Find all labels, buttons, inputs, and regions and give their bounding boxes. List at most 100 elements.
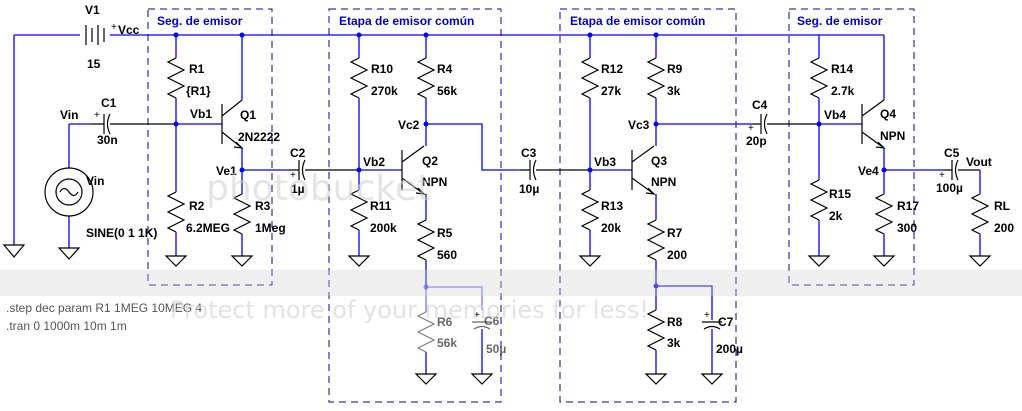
components-r5-value-label: 560: [437, 248, 457, 262]
components-vb1-label: Vb1: [190, 107, 212, 121]
components-q3-model-label: NPN: [651, 175, 676, 189]
components-r11-name-label: R11: [370, 199, 392, 213]
components-rl-value-label: 200: [994, 221, 1014, 235]
components-r8-name-label: R8: [667, 315, 683, 329]
components-c5-value-label: 100µ: [936, 181, 963, 195]
components-r9-name-label: R9: [667, 62, 683, 76]
components-r5-name-label: R5: [437, 226, 453, 240]
components-q4-model-label: NPN: [880, 129, 905, 143]
components-r4-value-label: 56k: [437, 84, 457, 98]
stage4: R14 2.7k Vb4 R15 2k Q4 NPN Ve4 R17 300: [807, 35, 944, 267]
components-q4-name-label: Q4: [880, 107, 896, 121]
components-r13-name-label: R13: [601, 199, 623, 213]
components-vc3-label: Vc3: [628, 118, 650, 132]
svg-text:+: +: [474, 310, 480, 321]
stage2: R10 270k R11 200k Vb2 Q2 NPN R4 56k Vc2 …: [347, 35, 520, 385]
components-c4-value-label: 20p: [746, 134, 767, 148]
components-c2-name-label: C2: [290, 146, 306, 160]
components-c6-name-label: C6: [484, 314, 500, 328]
svg-text:+: +: [748, 123, 754, 134]
svg-text:+: +: [111, 22, 117, 33]
components-c7-name-label: C7: [718, 315, 734, 329]
components-r6-value-label: 56k: [437, 336, 457, 350]
components-r1-name-label: R1: [189, 62, 205, 76]
components-vc2-label: Vc2: [398, 118, 420, 132]
components-q1-name-label: Q1: [240, 108, 256, 122]
step-directive: .step dec param R1 1MEG 10MEG 4: [6, 301, 202, 315]
components-vb3-label: Vb3: [594, 155, 616, 169]
c1-capacitor: + C1 30n: [92, 96, 176, 147]
components-r10-name-label: R10: [371, 62, 393, 76]
vcc-rail: [13, 34, 884, 245]
c3-capacitor: C3 10µ: [519, 146, 590, 196]
tran-directive: .tran 0 1000m 10m 1m: [6, 319, 127, 333]
vin-source: Vin Vin SINE(0 1 1K): [44, 108, 157, 260]
components-r12-value-label: 27k: [601, 84, 621, 98]
block-outline-follower-2: [788, 8, 915, 286]
components-r13-value-label: 20k: [601, 221, 621, 235]
components-vb4-label: Vb4: [824, 108, 846, 122]
block-outline-ce-2: [559, 8, 737, 403]
components-r12-name-label: R12: [601, 62, 623, 76]
vin-node-label: Vin: [60, 108, 78, 122]
watermark-tagline: Protect more of your memories for less!: [170, 296, 649, 324]
components-r9-value-label: 3k: [667, 84, 681, 98]
components-r10-value-label: 270k: [371, 84, 398, 98]
block-title-ce-1: Etapa de emisor común: [339, 14, 474, 28]
components-c3-value-label: 10µ: [519, 182, 539, 196]
components-r15-value-label: 2k: [829, 209, 843, 223]
components-r6-name-label: R6: [437, 315, 453, 329]
components-q3-name-label: Q3: [651, 154, 667, 168]
components-r3-value-label: 1Meg: [255, 221, 286, 235]
c1-name: C1: [101, 96, 117, 110]
svg-text:+: +: [94, 110, 100, 121]
block-title-ce-2: Etapa de emisor común: [570, 14, 705, 28]
c5-capacitor: + C5 100µ: [936, 146, 980, 195]
ground-symbol: [2, 244, 26, 258]
components-r8-value-label: 3k: [667, 336, 681, 350]
components-r2-name-label: R2: [189, 199, 205, 213]
components-r17-name-label: R17: [897, 199, 919, 213]
components-ve4-label: Ve4: [858, 164, 879, 178]
components-vout-label: Vout: [966, 155, 992, 169]
v1-name: V1: [85, 3, 100, 17]
components-r17-value-label: 300: [897, 221, 917, 235]
directive-band: [0, 270, 1022, 296]
c2-capacitor: + C2 1µ: [289, 146, 359, 196]
components-r2-value-label: 6.2MEG: [186, 221, 230, 235]
svg-text:+: +: [704, 310, 710, 321]
load-resistor: Vout RL 200: [966, 155, 1014, 267]
components-r7-value-label: 200: [667, 248, 687, 262]
block-title-follower-1: Seg. de emisor: [157, 14, 243, 28]
vin-source-value: SINE(0 1 1K): [86, 226, 157, 240]
components-q1-model-label: 2N2222: [238, 130, 280, 144]
vin-source-name: Vin: [86, 174, 104, 188]
components-r14-name-label: R14: [831, 62, 853, 76]
components-r15-name-label: R15: [829, 187, 851, 201]
block-outline-follower-1: [147, 8, 273, 286]
stage1: R1 {R1} Vb1 R2 6.2MEG Q1 2N2222 Ve1 R3 1…: [164, 35, 289, 267]
components-c4-name-label: C4: [752, 98, 768, 112]
components-c2-value-label: 1µ: [291, 182, 305, 196]
components-q2-model-label: NPN: [422, 175, 447, 189]
components-rl-name-label: RL: [994, 199, 1010, 213]
block-outline-ce-1: [328, 8, 502, 403]
components-q2-name-label: Q2: [422, 154, 438, 168]
components-c3-name-label: C3: [521, 146, 537, 160]
components-r11-value-label: 200k: [370, 221, 397, 235]
c4-capacitor: + C4 20p: [746, 98, 819, 148]
stage3: R12 27k R13 20k Vb3 Q3 NPN R9 3k Vc3 R7 …: [578, 35, 753, 385]
components-vb2-label: Vb2: [363, 155, 385, 169]
svg-text:+: +: [939, 170, 945, 181]
components-c6-value-label: 50µ: [486, 342, 506, 356]
components-c7-value-label: 200µ: [716, 342, 743, 356]
components-r4-name-label: R4: [437, 62, 453, 76]
components-ve1-label: Ve1: [216, 164, 237, 178]
v1-battery: + V1 15 Vcc: [85, 3, 140, 71]
components-r3-name-label: R3: [255, 199, 271, 213]
c1-value: 30n: [97, 133, 118, 147]
components-r7-name-label: R7: [667, 226, 683, 240]
v1-value: 15: [87, 57, 101, 71]
vcc-node-label: Vcc: [118, 23, 140, 37]
